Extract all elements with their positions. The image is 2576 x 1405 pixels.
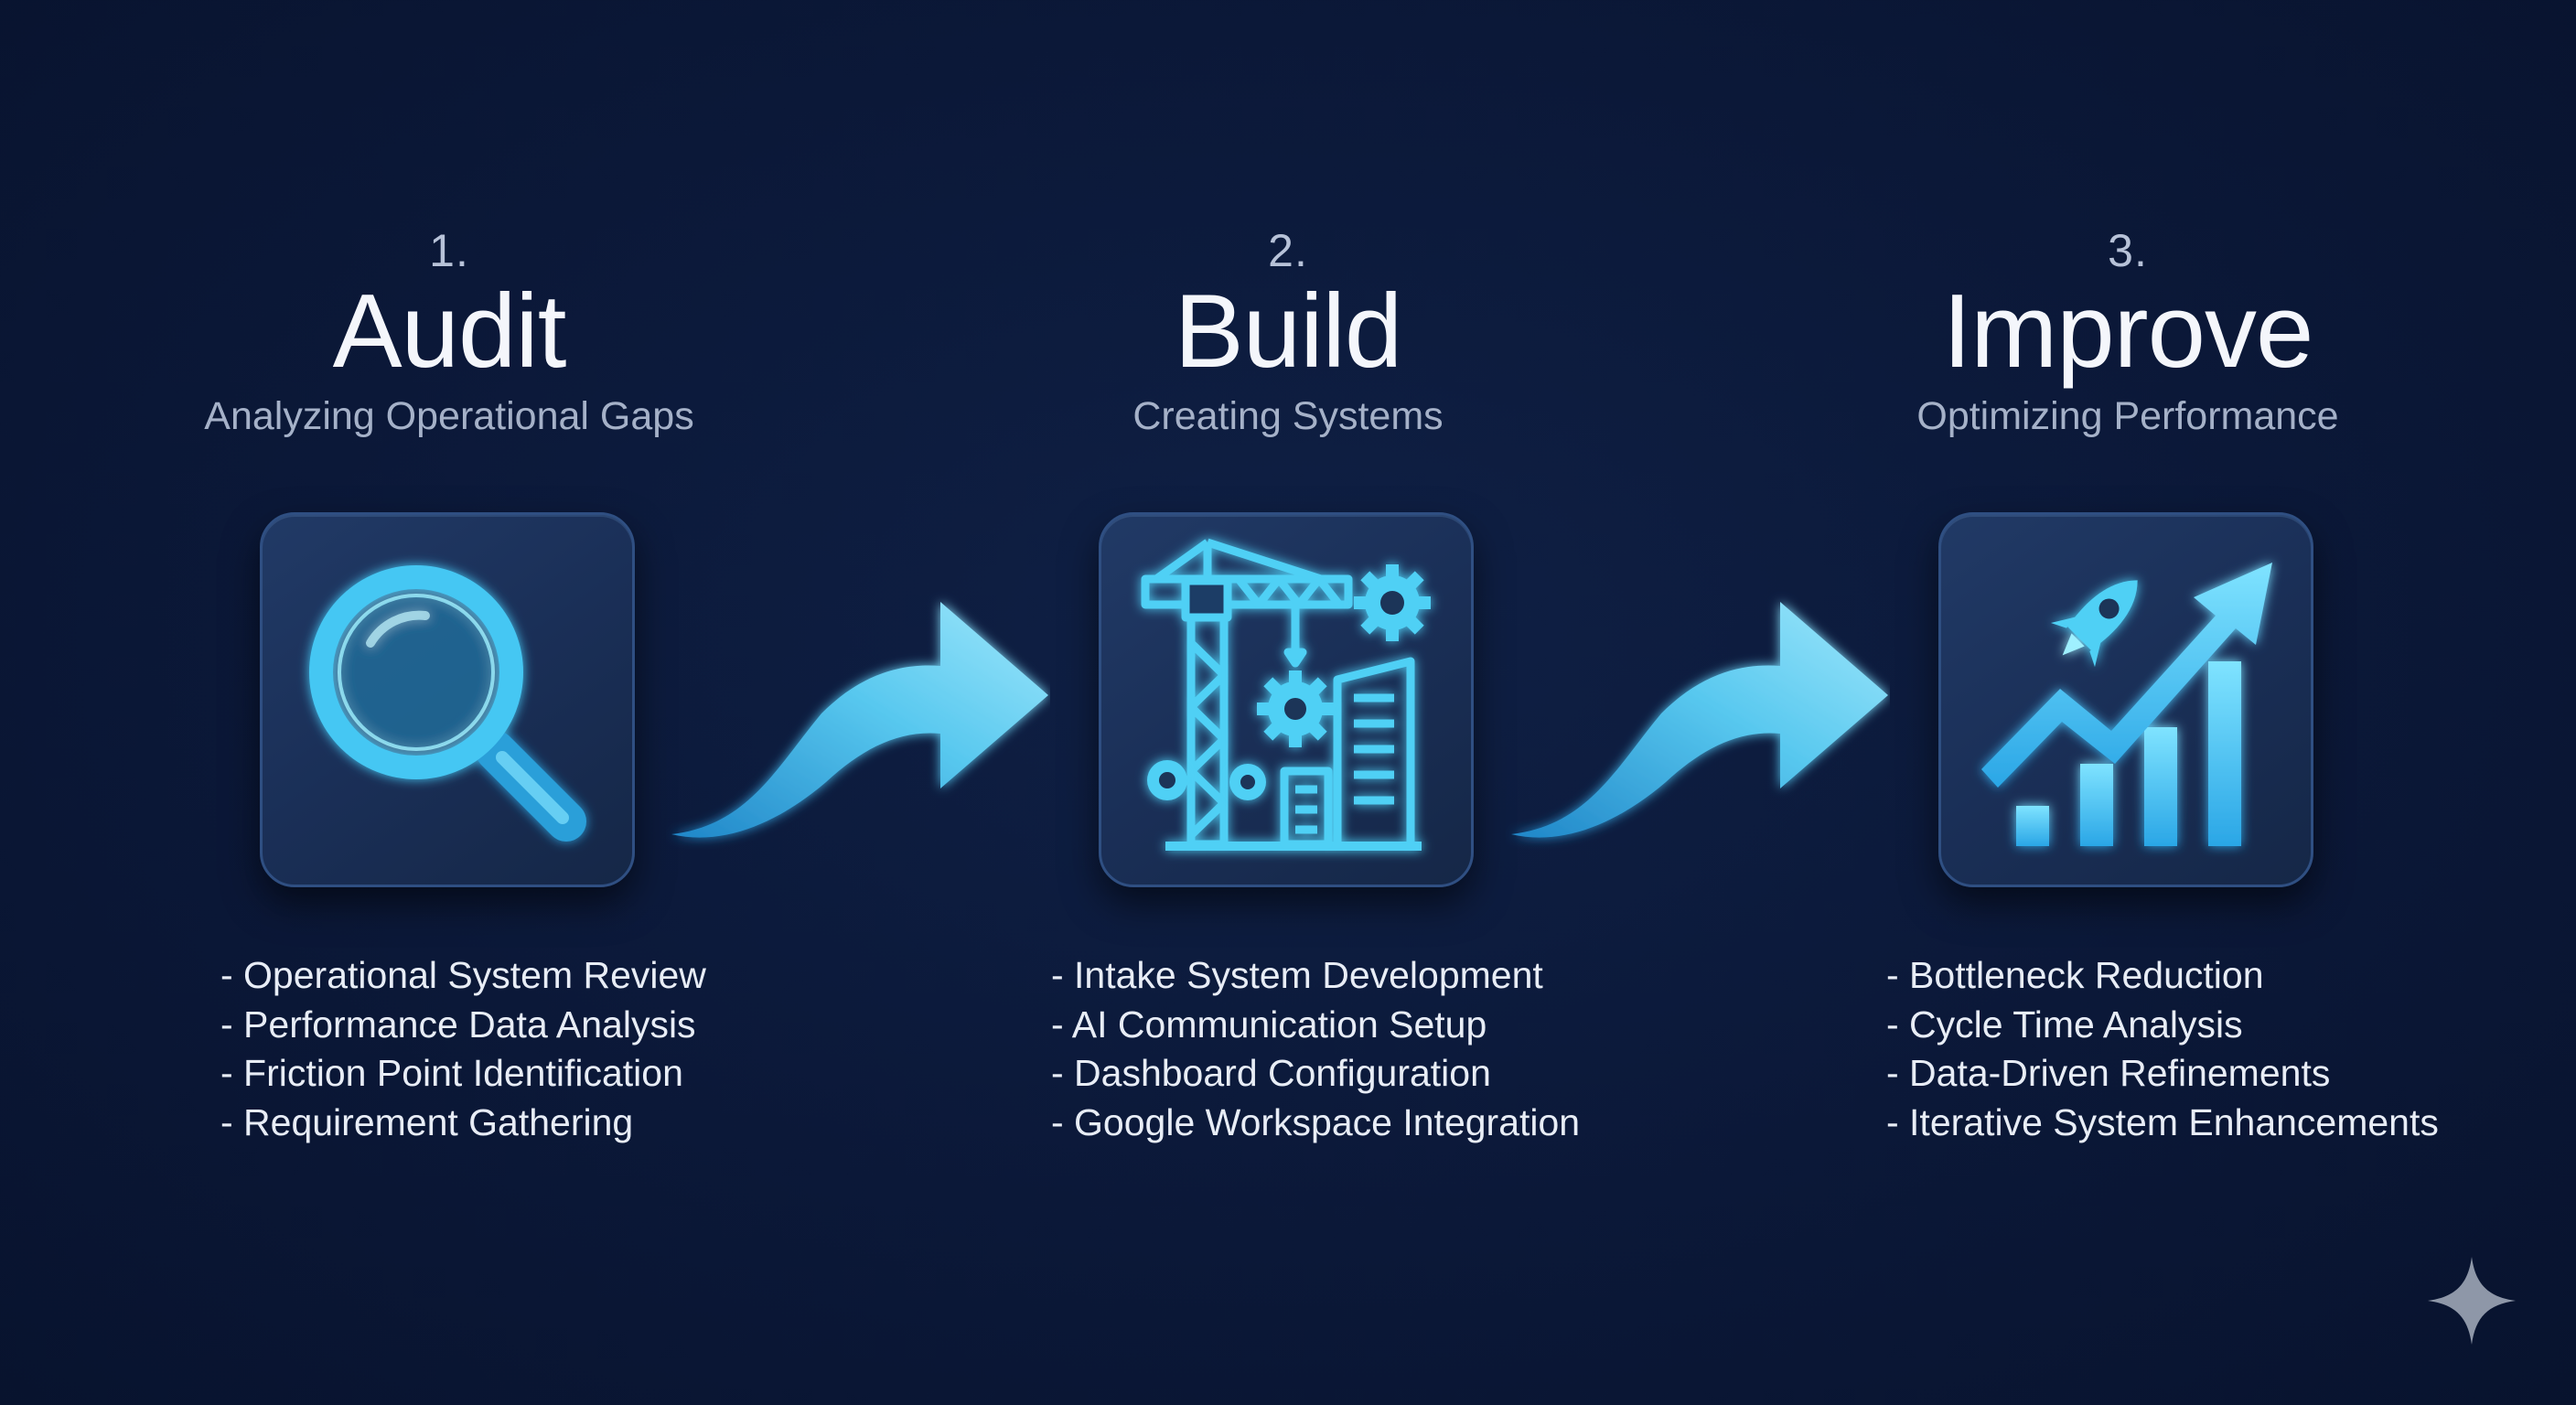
- list-item: - Cycle Time Analysis: [1886, 1003, 2243, 1046]
- audit-icon-tile: [260, 512, 635, 887]
- construction-crane-gears-icon: [1141, 538, 1431, 851]
- step-subtitle: Optimizing Performance: [1916, 394, 2339, 438]
- step-title: Audit: [332, 273, 567, 390]
- list-item: - Iterative System Enhancements: [1886, 1100, 2439, 1143]
- step-title: Build: [1174, 273, 1403, 390]
- improve-items: - Bottleneck Reduction - Cycle Time Anal…: [1886, 951, 2576, 1147]
- list-item: - Intake System Development: [1051, 954, 1543, 996]
- list-item: - Dashboard Configuration: [1051, 1052, 1491, 1094]
- step-build: 2. Build Creating Systems: [867, 0, 1709, 1405]
- list-item: - Friction Point Identification: [220, 1052, 683, 1094]
- build-items: - Intake System Development - AI Communi…: [1051, 951, 1893, 1147]
- step-audit: 1. Audit Analyzing Operational Gaps - Op…: [28, 0, 870, 1405]
- step-title: Improve: [1942, 273, 2314, 390]
- improve-icon-tile: [1938, 512, 2313, 887]
- list-item: - Performance Data Analysis: [220, 1003, 696, 1046]
- list-item: - AI Communication Setup: [1051, 1003, 1487, 1046]
- step-number: 3.: [2108, 225, 2148, 276]
- list-item: - Data-Driven Refinements: [1886, 1052, 2331, 1094]
- magnifying-glass-icon: [309, 565, 586, 842]
- step-number: 1.: [429, 225, 469, 276]
- list-item: - Google Workspace Integration: [1051, 1100, 1581, 1143]
- step-subtitle: Analyzing Operational Gaps: [204, 394, 694, 438]
- rocket-growth-chart-icon: [1981, 563, 2272, 846]
- step-number: 2.: [1268, 225, 1308, 276]
- curved-arrow-icon: [671, 602, 1048, 838]
- audit-items: - Operational System Review - Performanc…: [220, 951, 1062, 1147]
- list-item: - Bottleneck Reduction: [1886, 954, 2264, 996]
- list-item: - Requirement Gathering: [220, 1100, 634, 1143]
- step-improve: 3. Improve Optimizing Performance: [1707, 0, 2549, 1405]
- list-item: - Operational System Review: [220, 954, 706, 996]
- sparkle-icon: [2428, 1257, 2516, 1345]
- step-subtitle: Creating Systems: [1132, 394, 1444, 438]
- curved-arrow-icon: [1511, 602, 1888, 838]
- build-icon-tile: [1099, 512, 1474, 887]
